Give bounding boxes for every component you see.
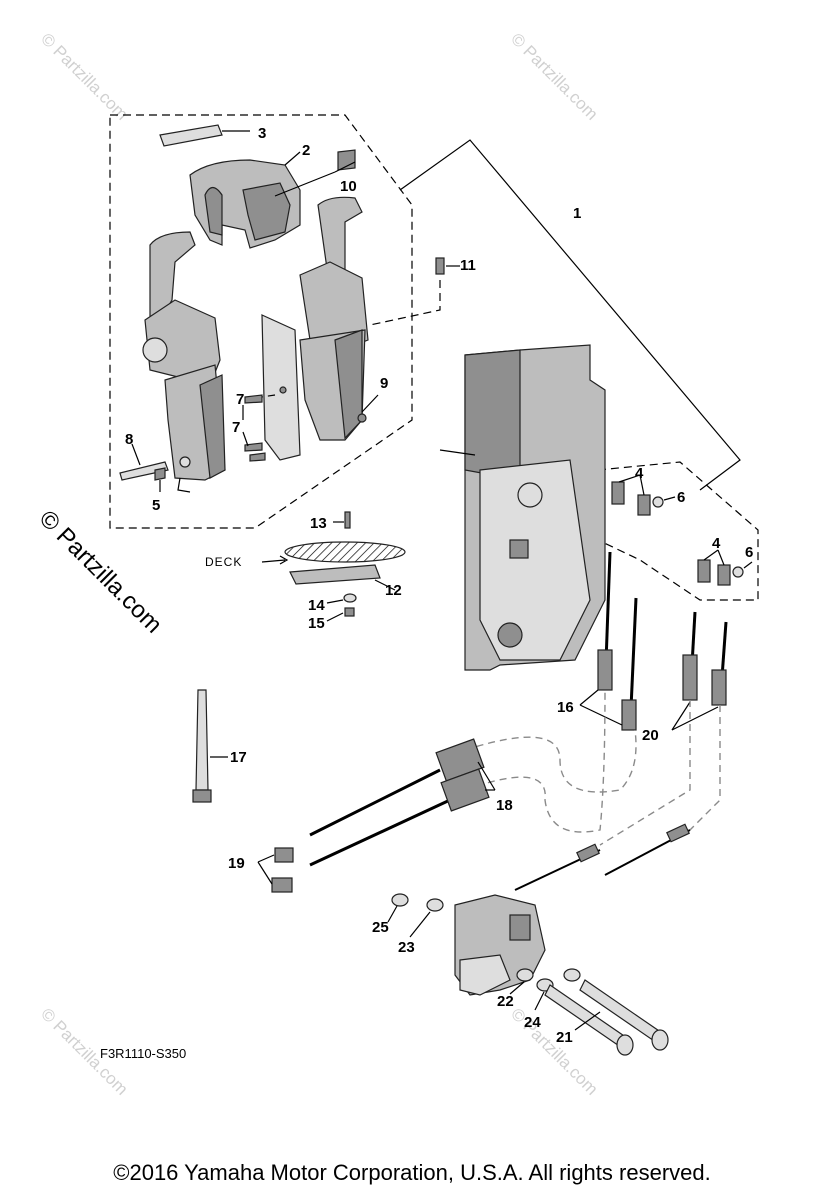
lower-cable-ends <box>514 823 691 891</box>
part-16-cable-ends <box>579 551 638 731</box>
engine-bracket-assembly <box>387 893 669 1056</box>
part-2-cover <box>189 151 301 249</box>
callout-9: 9 <box>380 375 388 392</box>
callout-6: 6 <box>677 489 685 506</box>
right-control-lever <box>261 196 369 461</box>
callout-7: 7 <box>232 419 240 436</box>
part-8-bolt <box>119 443 169 481</box>
cable-route <box>464 729 637 793</box>
callout-1: 1 <box>573 205 581 222</box>
callout-3: 3 <box>258 125 266 142</box>
part-4-6-ends-bottom <box>697 549 753 586</box>
callout-22: 22 <box>497 993 514 1010</box>
cable-route <box>464 689 606 833</box>
cable-route <box>599 700 691 846</box>
part-13-screw <box>333 511 351 529</box>
callout-6: 6 <box>745 544 753 561</box>
callout-20: 20 <box>642 727 659 744</box>
callout-8: 8 <box>125 431 133 448</box>
part-18-cable-fittings <box>309 738 496 867</box>
callout-14: 14 <box>308 597 325 614</box>
callout-16: 16 <box>557 699 574 716</box>
callout-13: 13 <box>310 515 327 532</box>
part-19-sleeves <box>257 847 294 893</box>
watermark: © Partzilla.com <box>37 29 131 123</box>
callout-23: 23 <box>398 939 415 956</box>
callout-21: 21 <box>556 1029 573 1046</box>
callout-labels: 1 2 3 4 4 5 6 6 7 7 8 9 10 11 12 13 14 1… <box>125 125 753 1046</box>
callout-7: 7 <box>236 391 244 408</box>
part-11-bolt <box>435 257 460 275</box>
watermark-large: © Partzilla.com <box>34 505 167 638</box>
part-7-bolts <box>242 394 266 462</box>
leader-11 <box>369 280 441 326</box>
part-17-cable-tie <box>192 689 228 803</box>
callout-17: 17 <box>230 749 247 766</box>
diagram-code: F3R1110-S350 <box>100 1046 186 1061</box>
callout-5: 5 <box>152 497 160 514</box>
part-4-6-ends-top <box>611 474 676 516</box>
deck-label: DECK <box>205 555 242 569</box>
deck-section: DECK <box>205 541 406 569</box>
callout-15: 15 <box>308 615 325 632</box>
part-14-15-washer-nut <box>326 593 357 622</box>
copyright-notice: ©2016 Yamaha Motor Corporation, U.S.A. A… <box>113 1160 711 1185</box>
part-10-block <box>274 149 356 197</box>
callout-4: 4 <box>635 465 644 482</box>
callout-25: 25 <box>372 919 389 936</box>
part-9-bushing <box>357 394 379 423</box>
callout-19: 19 <box>228 855 245 872</box>
mounting-bracket <box>439 344 606 671</box>
control-box-group-outline <box>109 114 413 529</box>
part-12-plate <box>289 564 396 591</box>
callout-10: 10 <box>340 178 357 195</box>
watermark: © Partzilla.com <box>507 29 601 123</box>
callout-2: 2 <box>302 142 310 159</box>
callout-11: 11 <box>460 257 476 274</box>
callout-12: 12 <box>385 582 402 599</box>
leader-1 <box>399 139 741 491</box>
callout-18: 18 <box>496 797 513 814</box>
part-20-cable-ends <box>671 611 728 731</box>
part-5-washer <box>154 467 166 492</box>
part-3-plate <box>159 124 250 147</box>
left-control-lever <box>142 231 226 493</box>
cable-route <box>689 705 721 831</box>
callout-4: 4 <box>712 535 721 552</box>
callout-24: 24 <box>524 1014 541 1031</box>
